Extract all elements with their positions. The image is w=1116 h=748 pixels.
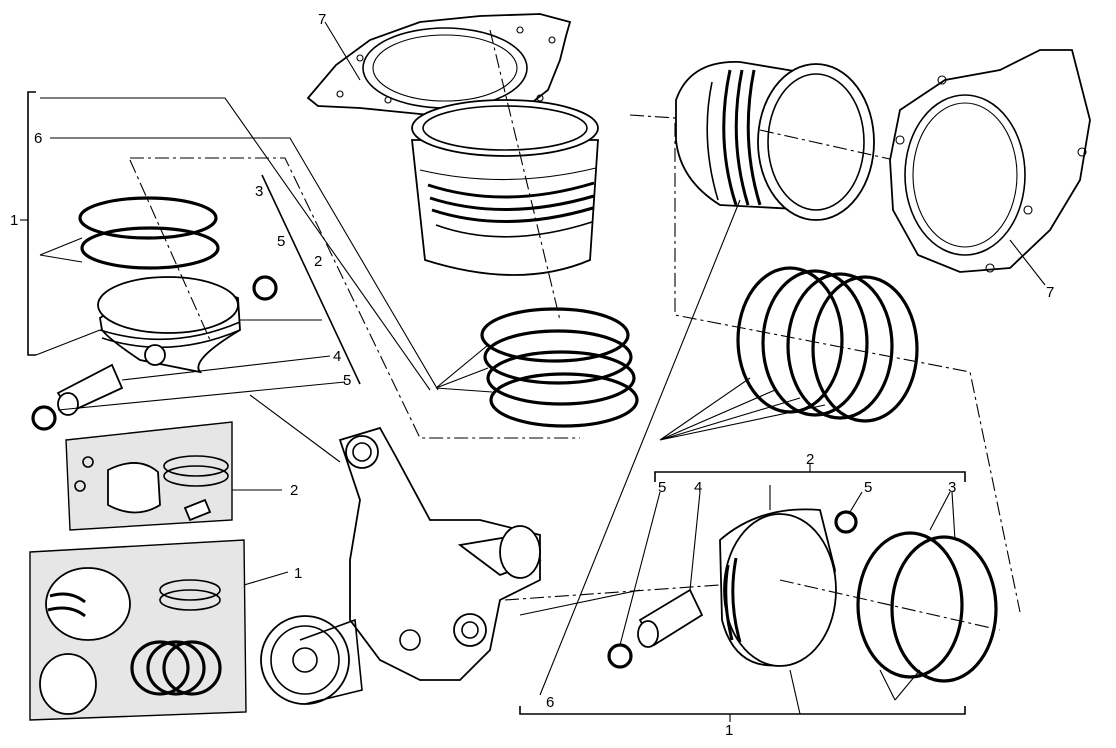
callout-5-left-bottom: 5	[343, 372, 351, 389]
callout-1-kit: 1	[294, 565, 302, 582]
rings-center	[435, 307, 639, 428]
callout-4-right: 4	[694, 479, 702, 496]
bracket-2-left	[261, 174, 361, 385]
right-piston-assembly	[519, 464, 1001, 722]
callout-5-right-b: 5	[864, 479, 872, 496]
callout-7-right: 7	[1046, 284, 1054, 301]
callout-1-right: 1	[725, 722, 733, 739]
right-head-gasket	[889, 49, 1091, 286]
callout-7-top: 7	[318, 11, 326, 28]
left-leader-lines	[35, 97, 580, 463]
left-piston-assembly	[31, 159, 346, 431]
left-bracket-1	[20, 91, 36, 356]
callout-labels: 1 6 7 3 5 2 4 5 2 1 7 2 5 4 5 3 6 1	[10, 11, 1054, 739]
cylinder-right	[675, 61, 976, 221]
callout-3-left: 3	[255, 183, 263, 200]
callout-6-left: 6	[34, 130, 42, 147]
kit-box-1	[29, 539, 289, 721]
callout-2-left: 2	[314, 253, 322, 270]
callout-2-right: 2	[806, 451, 814, 468]
kit-box-2	[65, 421, 282, 531]
callout-1-left: 1	[10, 212, 18, 229]
crankshaft	[260, 426, 721, 705]
callout-6-right: 6	[546, 694, 554, 711]
callout-5-left-top: 5	[277, 233, 285, 250]
callout-4-left: 4	[333, 348, 341, 365]
callout-2-kit: 2	[290, 482, 298, 499]
callout-5-right-a: 5	[658, 479, 666, 496]
right-leader-lines	[539, 114, 1021, 696]
cylinder-center	[410, 29, 599, 321]
rings-right	[659, 266, 919, 441]
callout-3-right: 3	[948, 479, 956, 496]
